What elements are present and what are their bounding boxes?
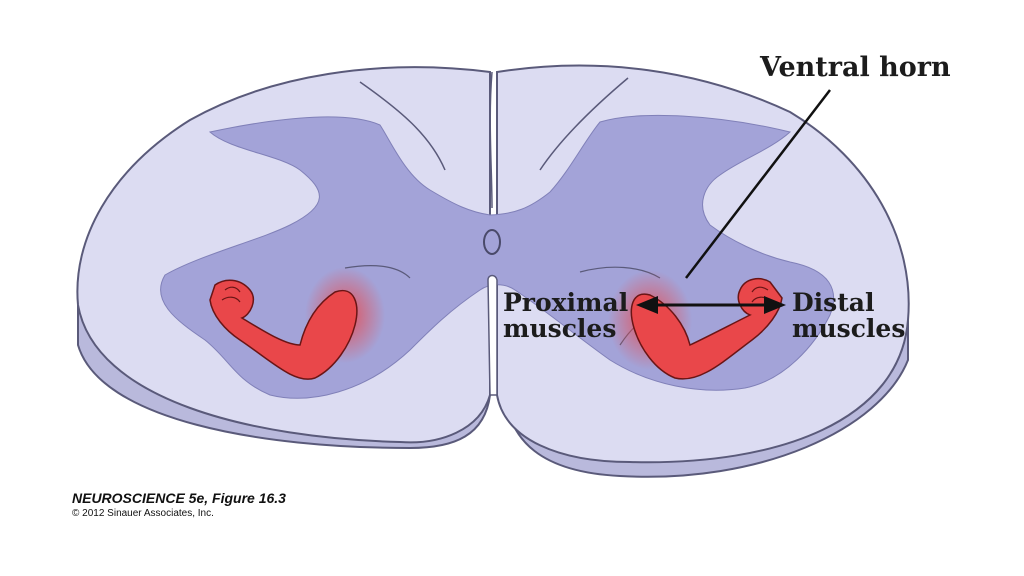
ventral-horn-label: Ventral horn bbox=[760, 52, 951, 83]
dorsal-septum bbox=[359, 71, 629, 209]
ventral-horn-leader-line bbox=[685, 89, 831, 279]
ventral-fissure bbox=[487, 274, 498, 396]
distal-muscles-label: Distal muscles bbox=[792, 288, 906, 344]
left-arm-illustration bbox=[209, 267, 385, 380]
proximal-muscles-label: Proximal muscles bbox=[503, 288, 629, 344]
figure-citation: NEUROSCIENCE 5e, Figure 16.3 bbox=[72, 490, 286, 506]
proximal-distal-arrow bbox=[636, 296, 786, 314]
figure-credit: NEUROSCIENCE 5e, Figure 16.3 © 2012 Sina… bbox=[72, 490, 286, 518]
central-canal bbox=[483, 229, 501, 255]
copyright-notice: © 2012 Sinauer Associates, Inc. bbox=[72, 508, 214, 518]
